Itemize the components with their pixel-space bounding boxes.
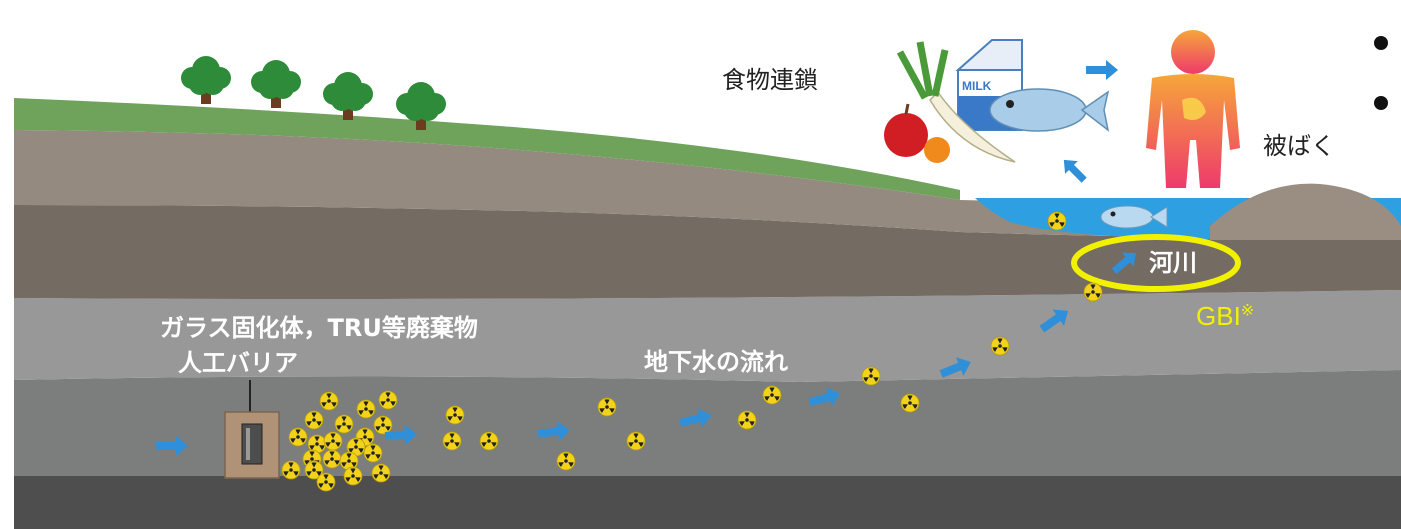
deep-rock-layer: [14, 476, 1401, 529]
radiation-icon: [990, 336, 1010, 356]
human-icon: [1146, 30, 1240, 188]
radiation-icon: [597, 397, 617, 417]
river-gbi-outline: [1071, 234, 1241, 292]
radiation-icon: [556, 451, 576, 471]
radiation-icon: [861, 366, 881, 386]
milk-text: MILK: [962, 79, 992, 93]
tree-icon: [181, 56, 231, 104]
radiation-icon: [356, 399, 376, 419]
radiation-icon: [479, 431, 499, 451]
bullet-point: [1374, 96, 1388, 110]
bullet-point: [1374, 36, 1388, 50]
radiation-icon: [363, 443, 383, 463]
radiation-icon: [323, 431, 343, 451]
radiation-icon: [343, 466, 363, 486]
radiation-icon: [378, 390, 398, 410]
waste-canister-icon: [224, 380, 280, 479]
sediment-layer-lower: [14, 205, 1401, 299]
radiation-icon: [1083, 282, 1103, 302]
fish-icon-river: [1100, 205, 1168, 229]
gbi-label: GBI※: [1196, 303, 1254, 329]
radiation-icon: [373, 415, 393, 435]
food-chain-illustration: MILK: [884, 30, 1240, 188]
barrier-label: 人工バリア: [178, 349, 298, 377]
fish-icon: [989, 88, 1110, 132]
vegetables-icon: [884, 41, 1016, 163]
radiation-icon: [281, 460, 301, 480]
radiation-icon: [445, 405, 465, 425]
radiation-icon: [334, 414, 354, 434]
upper-rock-layer: [14, 290, 1401, 382]
grass-surface: [14, 98, 960, 200]
groundwater-label: 地下水の流れ: [644, 348, 788, 376]
radiation-icon: [900, 393, 920, 413]
exposure-label: 被ばく: [1263, 132, 1335, 160]
flow-arrow-icon: [1057, 153, 1091, 187]
gbi-note-mark: ※: [1240, 302, 1255, 320]
river: [975, 183, 1401, 292]
river-label: 河川: [1149, 249, 1197, 277]
radiation-icon: [371, 463, 391, 483]
gbi-text: GBI: [1196, 301, 1241, 331]
tree-icon: [251, 60, 301, 108]
radiation-icon: [1047, 211, 1067, 231]
ground-layers: [14, 98, 1401, 529]
radiation-icon: [304, 410, 324, 430]
flow-arrow-icon: [1086, 60, 1118, 80]
food-chain-label: 食物連鎖: [722, 66, 818, 94]
radiation-icon: [319, 391, 339, 411]
radiation-icon: [626, 431, 646, 451]
radiation-icon: [316, 472, 336, 492]
radiation-icon: [442, 431, 462, 451]
radiation-icon: [737, 410, 757, 430]
radiation-icon: [322, 449, 342, 469]
radiation-icon: [288, 427, 308, 447]
host-rock-layer: [14, 370, 1401, 476]
waste-label: ガラス固化体，TRU等廃棄物: [160, 314, 478, 342]
tree-icon: [323, 72, 373, 120]
river-bank-hill: [1210, 183, 1401, 240]
radiation-icon: [762, 385, 782, 405]
